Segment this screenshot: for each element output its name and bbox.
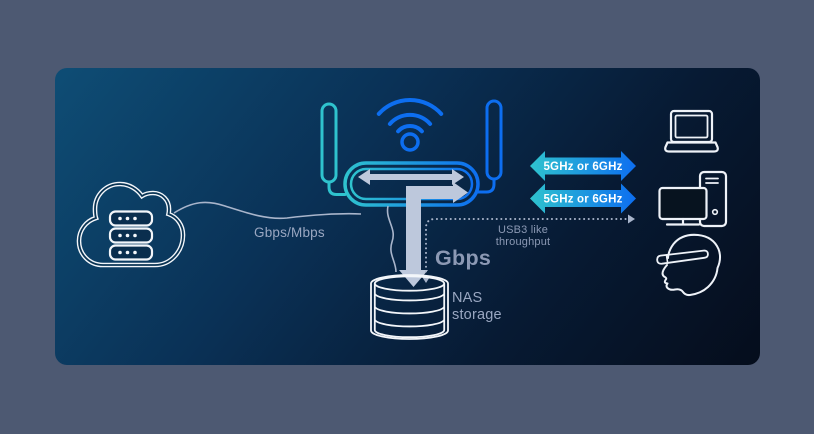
server-rack-icon xyxy=(108,210,154,261)
lan-traffic-arrow xyxy=(358,169,464,185)
network-diagram: 5GHz or 6GHz 5GHz or 6GHz Gbps/Mbps Gbps… xyxy=(76,98,728,340)
band-arrow-top: 5GHz or 6GHz xyxy=(530,151,636,181)
band-arrow-bottom-label: 5GHz or 6GHz xyxy=(543,194,622,206)
router-nas-cable xyxy=(386,205,397,273)
vr-headset-icon xyxy=(656,233,721,297)
wifi-router-icon xyxy=(320,98,503,287)
goggles xyxy=(656,249,709,265)
nas-label-line1: NAS xyxy=(452,290,482,306)
router-to-nas-arrow xyxy=(399,182,468,287)
laptop-icon xyxy=(664,109,719,153)
wan-speed-label: Gbps/Mbps xyxy=(254,225,325,240)
diagram-panel: 5GHz or 6GHz 5GHz or 6GHz Gbps/Mbps Gbps… xyxy=(55,68,760,365)
nas-storage-icon xyxy=(370,274,449,340)
head-profile xyxy=(661,233,721,297)
wifi-signal-icon xyxy=(376,98,444,152)
usb3-note-line1: USB3 like xyxy=(498,224,548,236)
storage-speed-label: Gbps xyxy=(435,246,491,270)
cloud-server-icon xyxy=(76,181,186,268)
band-arrow-top-label: 5GHz or 6GHz xyxy=(543,161,622,173)
router-antenna-left xyxy=(320,102,347,196)
band-arrow-bottom: 5GHz or 6GHz xyxy=(530,183,636,214)
usb3-note-line2: throughput xyxy=(496,236,551,248)
desktop-pc-icon xyxy=(658,170,728,228)
wan-link-line xyxy=(173,201,362,220)
goggles-visor-edge xyxy=(665,254,669,264)
nas-label-line2: storage xyxy=(452,307,502,323)
cloud-outline-inner xyxy=(78,183,184,266)
router-antenna-right xyxy=(476,99,503,194)
